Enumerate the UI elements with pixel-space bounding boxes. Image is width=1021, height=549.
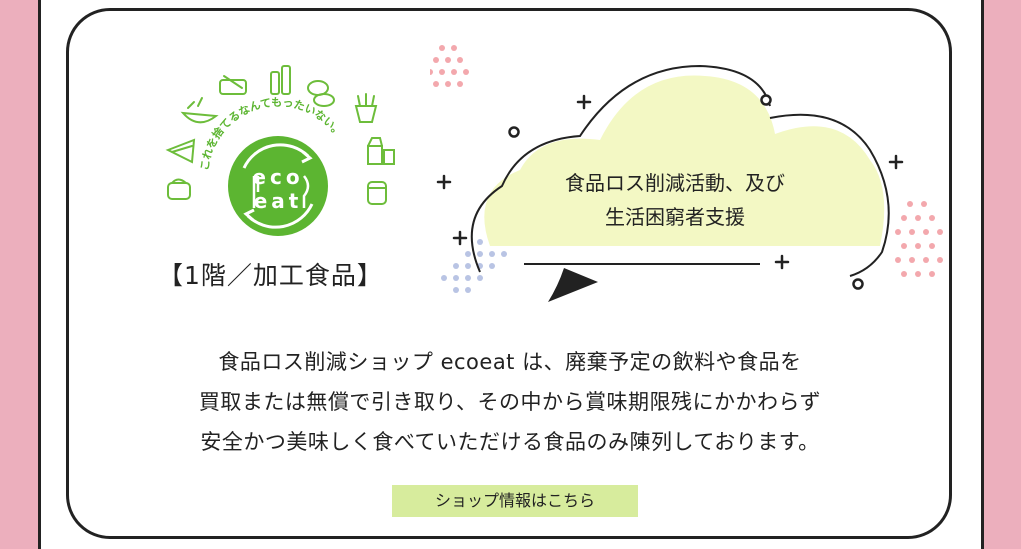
speech-bubble — [430, 45, 943, 302]
milk-carton-icon — [367, 137, 395, 165]
decor-ring-3 — [852, 278, 864, 290]
logo-word-eco: eco — [252, 165, 303, 189]
bubble-text: 食品ロス削減活動、及び 生活困窮者支援 — [500, 166, 850, 234]
floor-label: 【1階／加工食品】 — [158, 261, 383, 290]
fork-icon — [252, 176, 260, 208]
decor-ring-1 — [508, 126, 520, 138]
description-line-2: 買取または無償で引き取り、その中から賞味期限残にかかわらず — [198, 390, 822, 414]
dish-icon — [219, 75, 247, 95]
recycle-arrow-bottom — [246, 203, 314, 229]
fries-icon — [354, 93, 378, 123]
bubble-outline-right — [769, 113, 890, 277]
bubble-fill — [484, 75, 885, 247]
spoon-icon — [302, 175, 310, 208]
bread-icon — [167, 178, 191, 200]
decorative-dots-top — [430, 45, 469, 87]
shop-info-link[interactable]: ショップ情報はこちら — [392, 485, 638, 517]
bubble-tail — [548, 268, 598, 302]
decorative-dots-right — [895, 201, 943, 277]
bubble-line-1: 食品ロス削減活動、及び — [565, 171, 785, 195]
recycle-arrow-top — [242, 143, 310, 169]
cake-slice-icon — [165, 138, 196, 164]
decor-ring-2 — [760, 94, 772, 106]
bottles-icon — [270, 65, 291, 95]
logo-word-eat: eat — [254, 189, 303, 213]
info-card — [66, 8, 952, 539]
decorative-dots-left — [441, 239, 507, 293]
bubble-outline-left — [470, 64, 771, 273]
bubble-line-2: 生活困窮者支援 — [605, 205, 745, 229]
ecoeat-logo: これを捨てるなんてもったいない。 eco eat — [158, 58, 402, 254]
description-line-1: 食品ロス削減ショップ ecoeat は、廃棄予定の飲料や食品を — [218, 350, 802, 374]
sausage-icon — [307, 80, 335, 107]
description-line-3: 安全かつ美味しく食べていただける食品のみ陳列しております。 — [200, 430, 820, 454]
plus-signs — [436, 94, 904, 270]
description: 食品ロス削減ショップ ecoeat は、廃棄予定の飲料や食品を 買取または無償で… — [140, 342, 880, 462]
jar-icon — [367, 181, 387, 205]
ecoeat-logo-graphic: これを捨てるなんてもったいない。 eco eat — [165, 65, 395, 236]
salad-bowl-icon — [180, 97, 219, 124]
